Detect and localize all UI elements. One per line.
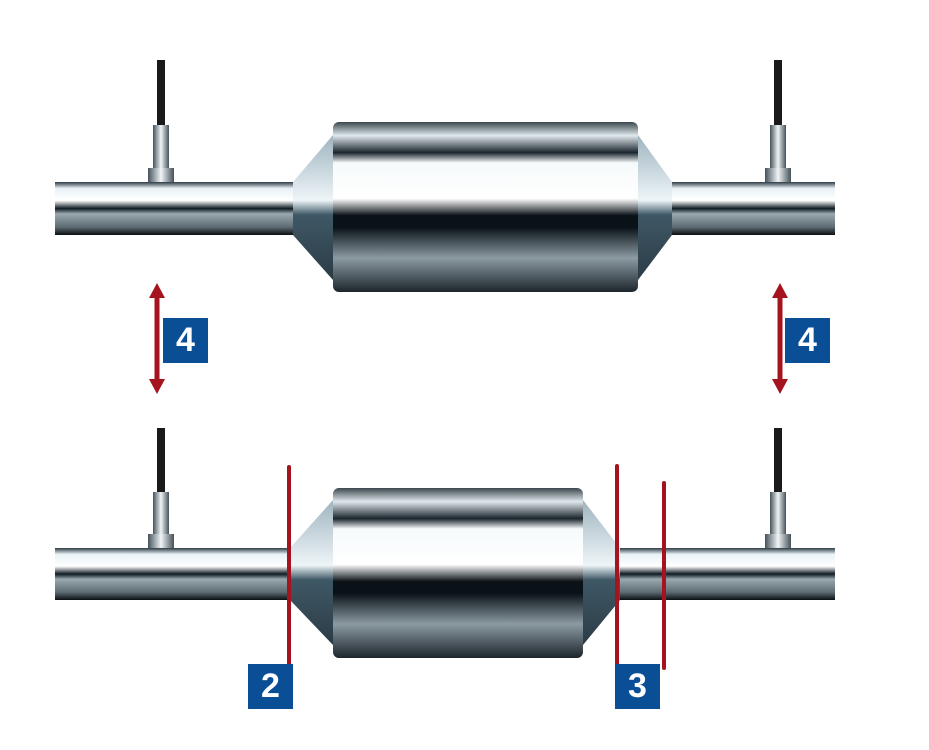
sensor-left: [148, 428, 174, 548]
distance-arrow-left: [149, 283, 165, 394]
distance-arrow-right: [772, 283, 788, 394]
exhaust-assembly-top: [55, 60, 835, 292]
badge-distance-right: 4: [785, 318, 830, 363]
catalyst-body: [333, 122, 638, 292]
outlet-cone: [638, 135, 672, 280]
catalyst-body: [333, 488, 583, 658]
sensor-left: [148, 60, 174, 182]
outlet-cone: [583, 500, 620, 645]
badge-cut-before: 2: [248, 664, 293, 709]
badge-distance-left: 4: [163, 318, 208, 363]
badge-cut-after: 3: [615, 664, 660, 709]
inlet-cone: [290, 500, 333, 645]
sensor-right: [765, 60, 791, 182]
sensor-right: [765, 428, 791, 548]
inlet-cone: [293, 135, 333, 280]
exhaust-assembly-bottom: [55, 428, 835, 706]
